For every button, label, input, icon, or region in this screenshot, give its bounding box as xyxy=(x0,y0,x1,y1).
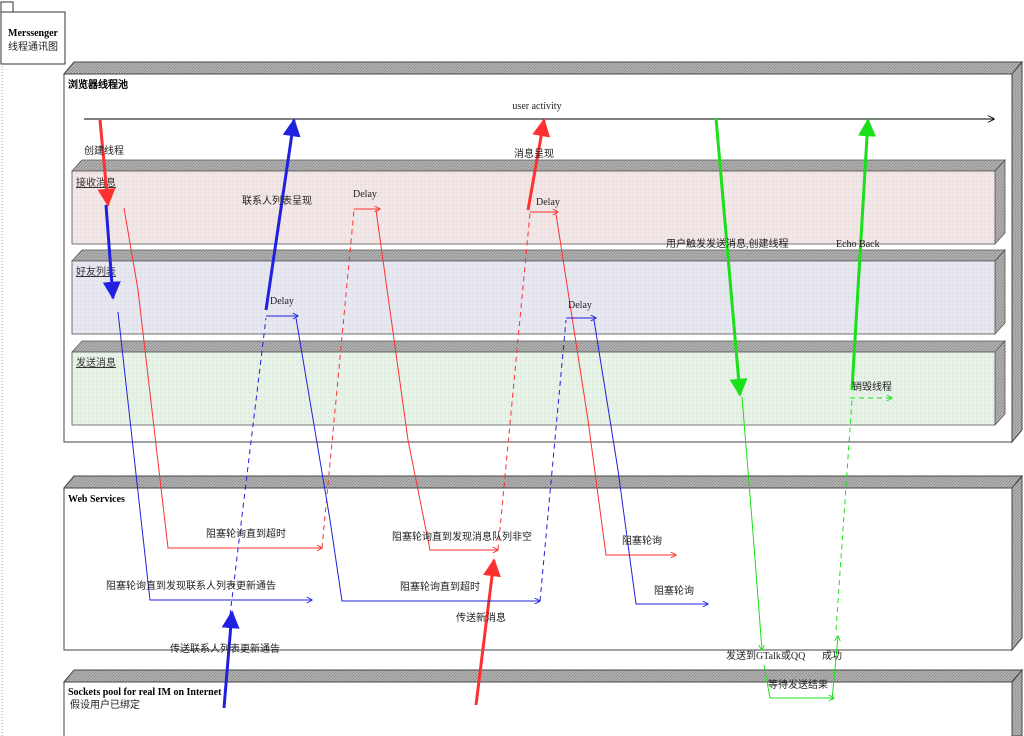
label-block-until-contact: 阻塞轮询直到发现联系人列表更新通告 xyxy=(106,579,276,592)
flow-labels: 创建线程 联系人列表呈现 消息呈现 Delay Delay Delay Dela… xyxy=(84,144,892,691)
lane-send: 发送消息 xyxy=(71,339,1006,427)
blue-transmit-contact-update-arrow xyxy=(221,610,240,709)
label-delay-blue-1: Delay xyxy=(270,296,294,307)
blue-contact-show-arrow xyxy=(264,118,301,311)
label-send-to-im: 发送到GTalk或QQ xyxy=(726,649,806,662)
sockets-pool-note: 假设用户已绑定 xyxy=(70,698,140,711)
green-success-arrow xyxy=(831,636,838,701)
red-poll-timeout-path xyxy=(123,207,322,548)
lane-contacts-label: 好友列表 xyxy=(76,265,116,278)
label-user-send: 用户触发发送消息,创建线程 xyxy=(666,237,789,250)
label-block-poll-red: 阻塞轮询 xyxy=(622,534,662,547)
blue-poll-contact-path xyxy=(117,311,312,600)
package-title: Merssenger xyxy=(8,28,59,39)
lane-send-label: 发送消息 xyxy=(76,356,116,369)
sockets-pool-box: Sockets pool for real IM on Internet 假设用… xyxy=(62,668,1024,736)
blue-return-dashed-2 xyxy=(539,319,567,602)
label-block-timeout-blue: 阻塞轮询直到超时 xyxy=(400,580,480,593)
browser-pool-title: 浏览器线程池 xyxy=(68,78,128,91)
green-send-path xyxy=(741,396,762,650)
label-delay-red-1: Delay xyxy=(353,189,377,200)
blue-return-dashed-1 xyxy=(229,317,267,616)
user-activity-label: user activity xyxy=(512,101,561,112)
red-msg-show-arrow xyxy=(526,118,551,211)
red-transmit-new-msg-arrow xyxy=(474,558,501,706)
label-echo-back: Echo Back xyxy=(836,239,880,250)
web-services-box: Web Services xyxy=(62,474,1024,652)
label-wait-result: 等待发送结果 xyxy=(768,678,828,691)
green-wait-path xyxy=(763,664,834,698)
label-transmit-new-msg: 传送新消息 xyxy=(456,611,506,624)
lane-receive-label: 接收消息 xyxy=(76,176,116,189)
label-destroy-thread: 销毁线程 xyxy=(852,380,892,393)
blue-flow xyxy=(102,118,708,709)
green-user-send-arrow xyxy=(714,117,748,397)
green-return-dashed xyxy=(835,399,853,631)
blue-create-arrow xyxy=(102,204,121,300)
red-create-arrow xyxy=(97,119,116,207)
label-block-timeout-red: 阻塞轮询直到超时 xyxy=(206,527,286,540)
label-transmit-contact-update: 传送联系人列表更新通告 xyxy=(170,642,280,655)
green-echo-back-arrow xyxy=(850,118,877,391)
label-delay-blue-2: Delay xyxy=(568,300,592,311)
label-msg-show: 消息呈现 xyxy=(514,147,554,160)
red-return-dashed-1 xyxy=(321,209,355,549)
package-subtitle: 线程通讯图 xyxy=(8,40,58,53)
label-create-thread: 创建线程 xyxy=(84,144,124,157)
lane-contacts: 好友列表 xyxy=(71,248,1006,336)
red-poll-queue-path xyxy=(375,209,498,550)
web-services-title: Web Services xyxy=(68,494,125,505)
label-delay-red-2: Delay xyxy=(536,197,560,208)
sockets-pool-title: Sockets pool for real IM on Internet xyxy=(68,687,222,698)
label-block-until-queue: 阻塞轮询直到发现消息队列非空 xyxy=(392,530,532,543)
red-return-dashed-2 xyxy=(497,212,531,551)
red-flow xyxy=(97,118,676,706)
label-contact-list-show: 联系人列表呈现 xyxy=(242,194,312,207)
package-box: Merssenger 线程通讯图 xyxy=(0,1,66,65)
red-poll-path xyxy=(555,213,676,555)
blue-poll-timeout-path xyxy=(295,317,540,601)
green-flow xyxy=(714,117,892,701)
label-block-poll-blue: 阻塞轮询 xyxy=(654,584,694,597)
blue-poll-path xyxy=(593,319,708,604)
label-success: 成功 xyxy=(822,650,842,662)
